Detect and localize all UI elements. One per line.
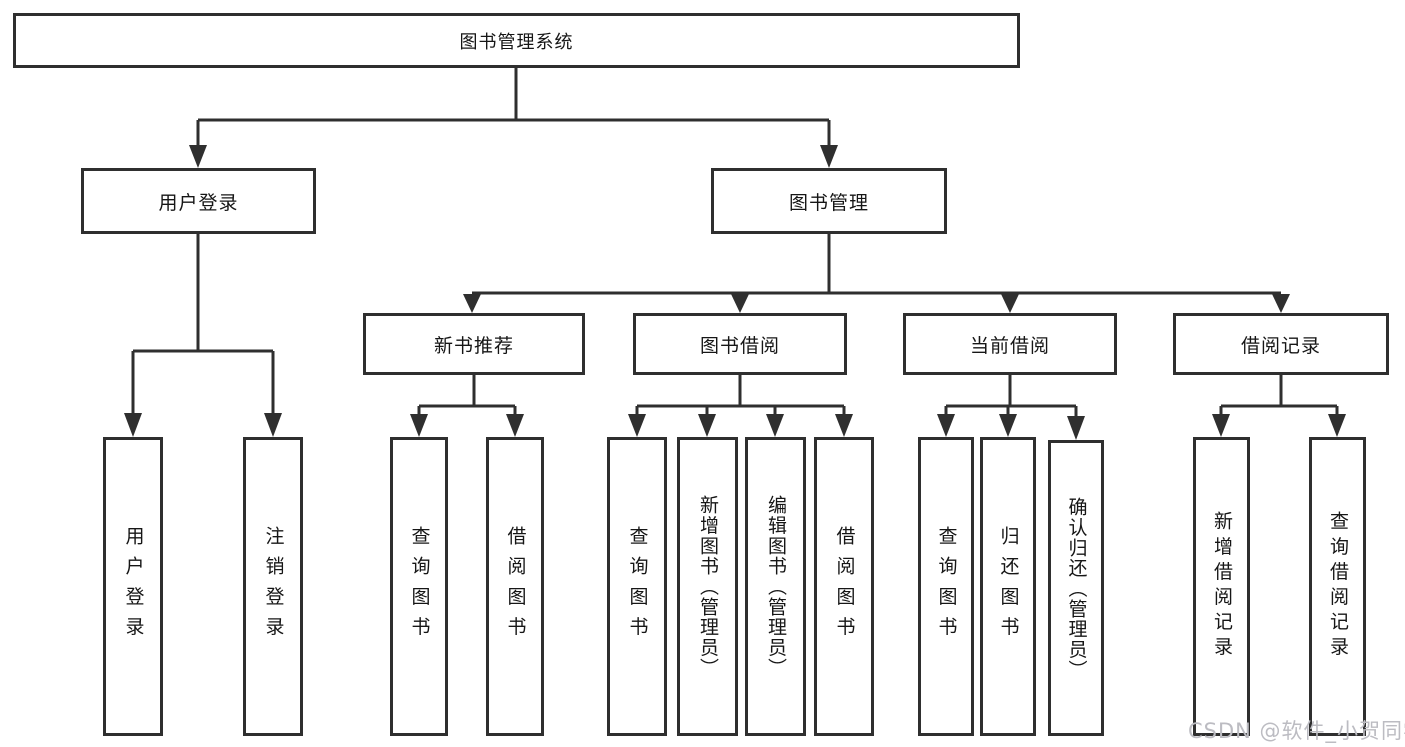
node-book-management: 图书管理 (711, 168, 947, 234)
leaf-confirm-return-admin: 确认归还（管理员） (1048, 440, 1104, 736)
leaf-label: 查询图书 (935, 526, 958, 647)
leaf-label: 新增图书（管理员） (697, 495, 719, 678)
node-borrow-records: 借阅记录 (1173, 313, 1389, 375)
node-label: 图书管理系统 (459, 31, 574, 53)
leaf-label: 归还图书 (997, 526, 1020, 647)
leaf-add-borrow-record: 新增借阅记录 (1193, 437, 1250, 736)
node-label: 借阅记录 (1240, 334, 1321, 357)
node-library-management-system: 图书管理系统 (13, 13, 1020, 68)
leaf-label: 编辑图书（管理员） (765, 495, 787, 678)
leaf-label: 新增借阅记录 (1211, 511, 1233, 662)
node-book-borrow: 图书借阅 (633, 313, 847, 375)
leaf-edit-books-admin: 编辑图书（管理员） (745, 437, 806, 736)
leaf-borrow-books-1: 借阅图书 (486, 437, 544, 736)
leaf-label: 借阅图书 (504, 526, 527, 647)
leaf-query-books-2: 查询图书 (607, 437, 667, 736)
leaf-label: 确认归还（管理员） (1065, 496, 1088, 680)
leaf-return-books: 归还图书 (980, 437, 1036, 736)
leaf-user-login: 用户登录 (103, 437, 163, 736)
node-label: 新书推荐 (433, 334, 514, 357)
leaf-label: 用户登录 (122, 526, 145, 647)
node-current-borrow: 当前借阅 (903, 313, 1117, 375)
node-label: 图书管理 (788, 191, 869, 214)
leaf-query-borrow-record: 查询借阅记录 (1309, 437, 1366, 736)
node-label: 用户登录 (158, 191, 239, 214)
leaf-query-books-1: 查询图书 (390, 437, 448, 736)
leaf-label: 借阅图书 (833, 526, 856, 647)
node-label: 图书借阅 (699, 334, 780, 357)
leaf-label: 查询图书 (408, 526, 431, 647)
arrowheads (124, 145, 1346, 440)
node-new-book-recommend: 新书推荐 (363, 313, 585, 375)
leaf-borrow-books-2: 借阅图书 (814, 437, 874, 736)
leaf-label: 查询图书 (626, 526, 649, 647)
node-label: 当前借阅 (969, 334, 1050, 357)
leaf-add-books-admin: 新增图书（管理员） (677, 437, 738, 736)
leaf-label: 查询借阅记录 (1327, 511, 1349, 662)
leaf-label: 注销登录 (262, 526, 285, 647)
leaf-logout: 注销登录 (243, 437, 303, 736)
leaf-query-books-3: 查询图书 (918, 437, 974, 736)
node-user-login: 用户登录 (81, 168, 316, 234)
csdn-watermark: CSDN @软件_小贺同学 (1188, 719, 1405, 743)
